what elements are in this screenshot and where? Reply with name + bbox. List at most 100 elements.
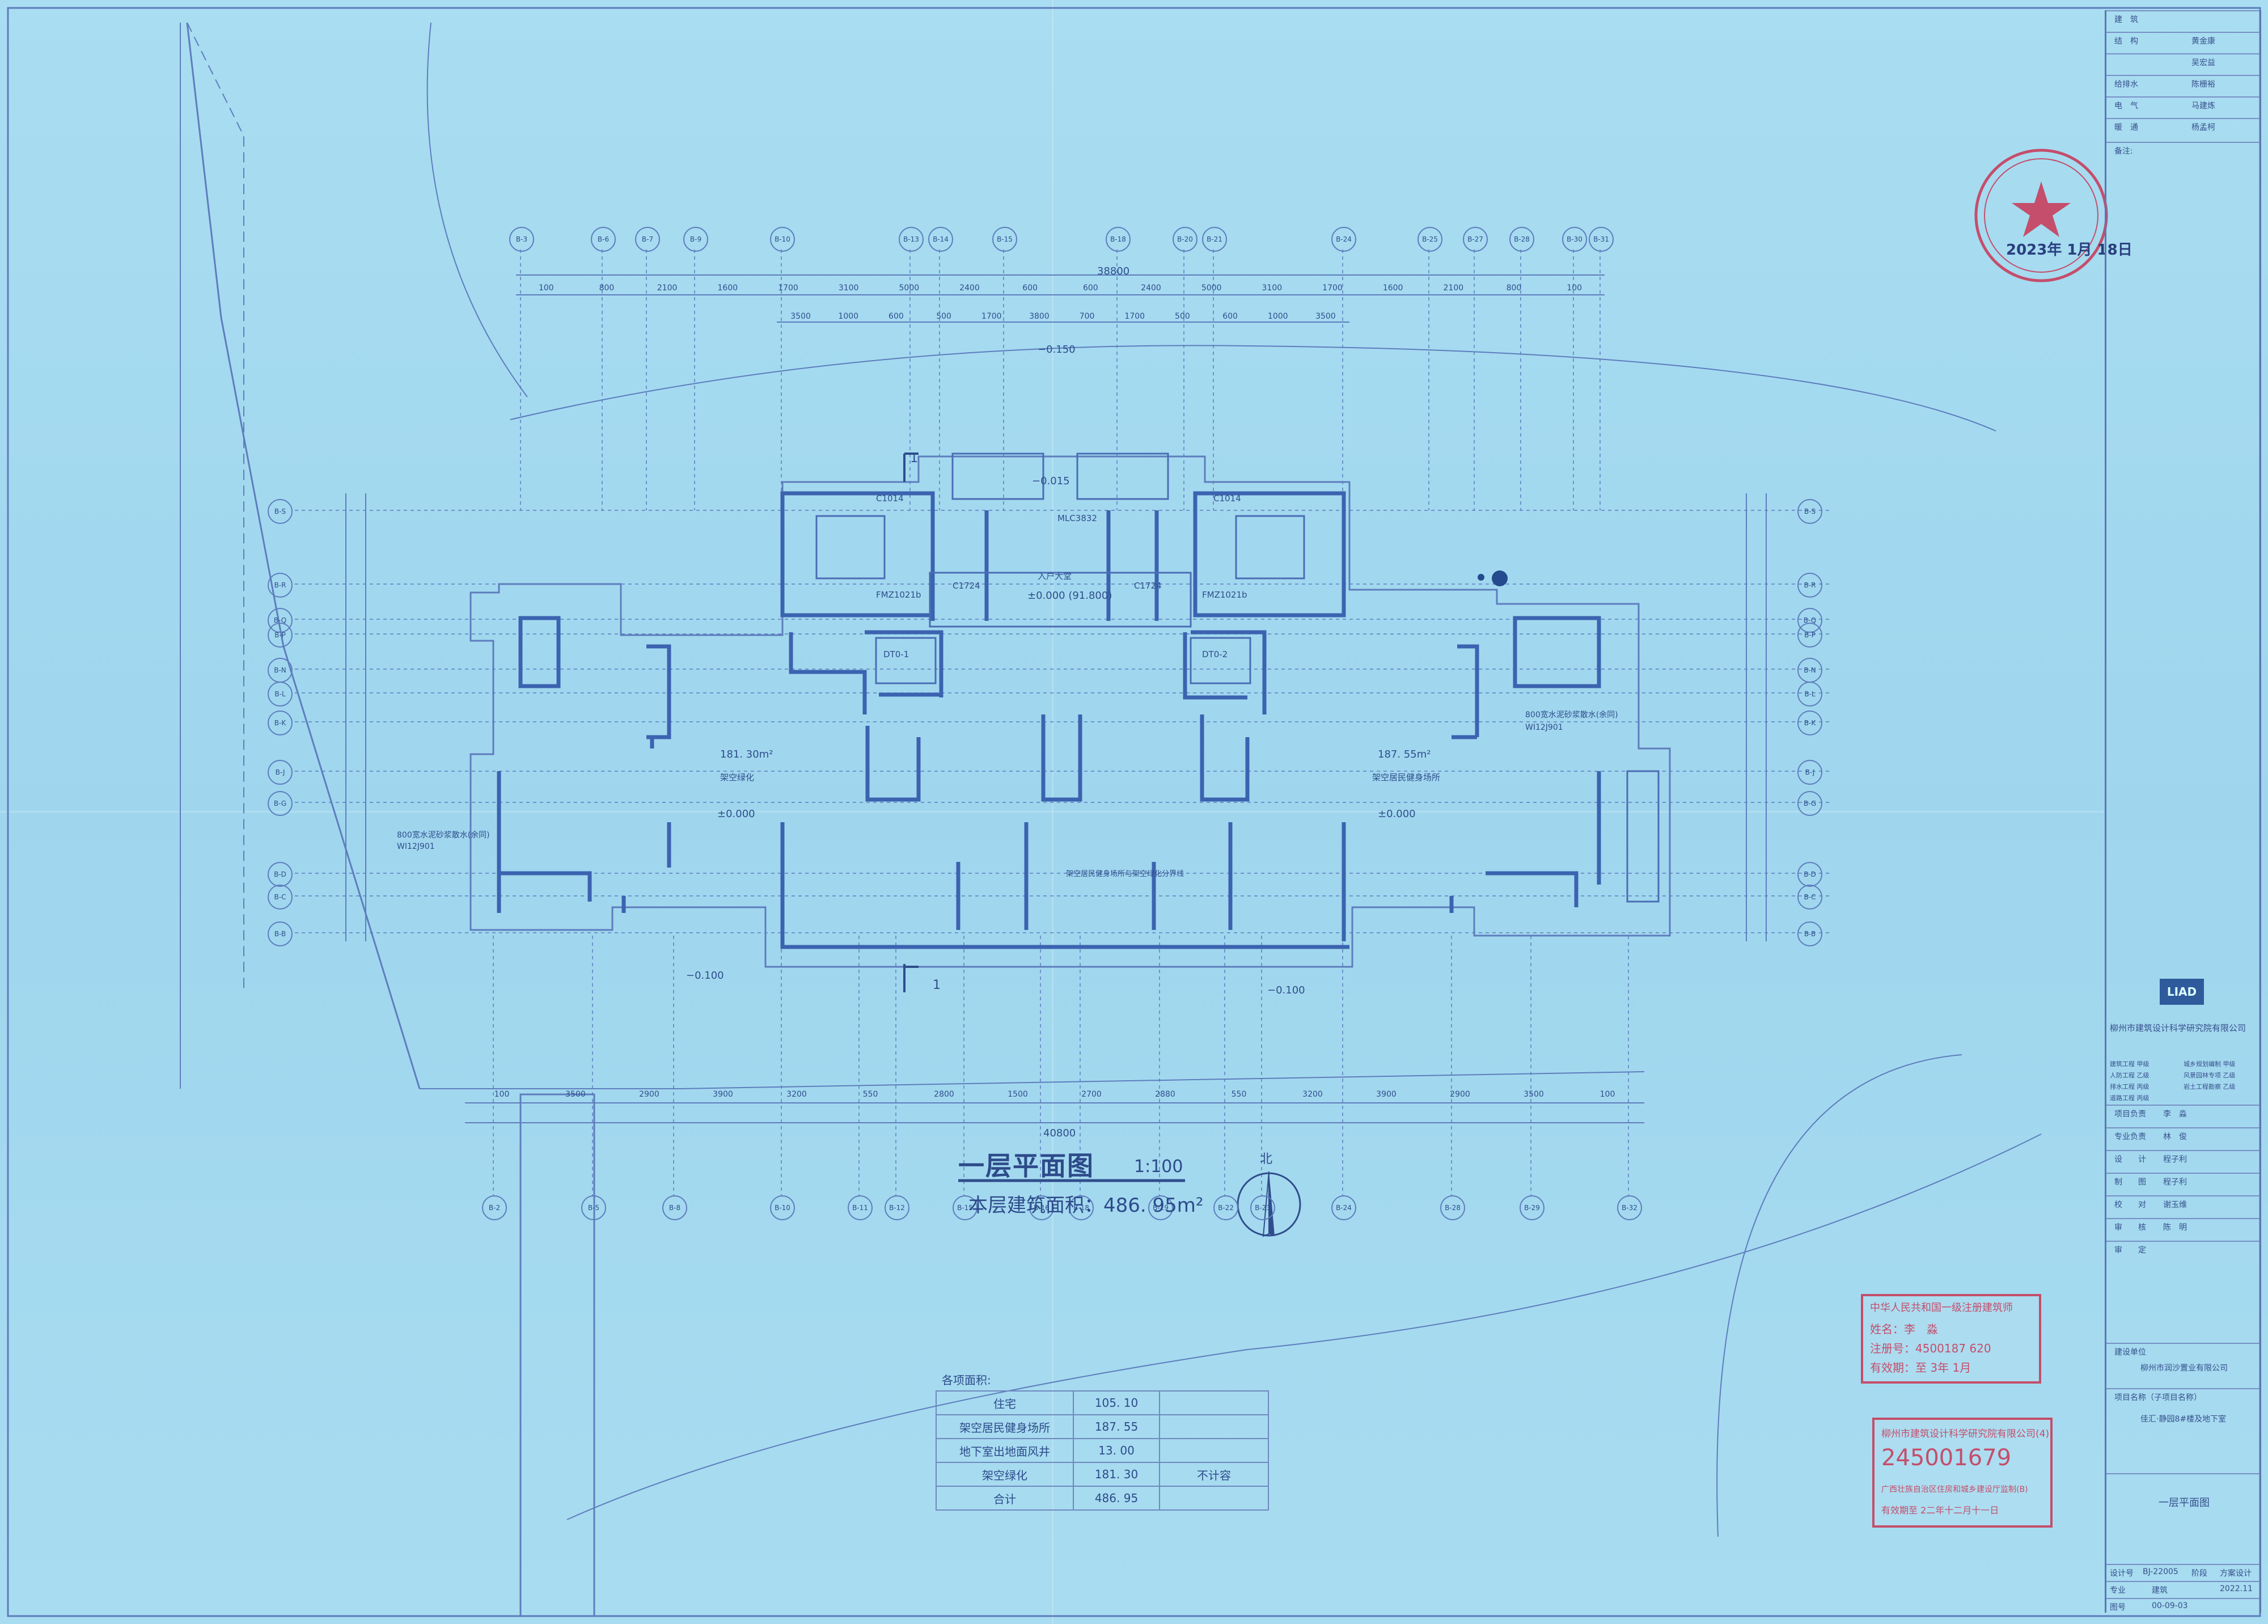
- axis-bubble: B-22: [1213, 1195, 1238, 1220]
- ref-right: WI12J901: [1525, 723, 1563, 732]
- tb-qualification: 风景园林专项 乙级: [2184, 1072, 2236, 1079]
- room-left-area: 181. 30m²: [720, 748, 773, 760]
- axis-bubble: B-27: [1463, 227, 1488, 252]
- tb-staff-name: 陈 明: [2163, 1223, 2187, 1232]
- axis-bubble: B-J: [268, 760, 293, 785]
- level-zero-right: ±0.000: [1378, 808, 1416, 820]
- dimension-text: 3500: [1315, 312, 1336, 321]
- axis-bubble: B-24: [1331, 227, 1356, 252]
- dimension-text: 1700: [981, 312, 1002, 321]
- dimension-text: 1600: [717, 284, 738, 293]
- drawing-scale: 1:100: [1134, 1157, 1183, 1177]
- tb-discipline-role: 结 构: [2114, 37, 2138, 46]
- tb-client-label: 建设单位: [2106, 1343, 2259, 1357]
- dimension-text: 5000: [1201, 284, 1222, 293]
- fold-line: [1052, 0, 1053, 1624]
- axis-bubble: B-18: [1069, 1195, 1094, 1220]
- drawing-title: 一层平面图: [958, 1151, 1094, 1181]
- section-mark-top: 1: [910, 451, 918, 466]
- dimension-text: 550: [862, 1090, 878, 1099]
- axis-bubble: B-12: [885, 1195, 909, 1220]
- tb-client: 柳州市润沙置业有限公司: [2140, 1364, 2228, 1373]
- axis-bubble: B-21: [1202, 227, 1227, 252]
- axis-bubble: B-L: [1797, 682, 1822, 707]
- dimension-text: 100: [1567, 284, 1582, 293]
- tb-staff-row: 审 定: [2106, 1241, 2259, 1264]
- axis-bubble: B-14: [928, 227, 953, 252]
- area-value: 181. 30: [1073, 1462, 1160, 1487]
- boundary-note: 架空居民健身场所与架空绿化分界线: [1066, 870, 1184, 878]
- tb-staff-row: 校 对 谢玉维: [2106, 1195, 2259, 1219]
- tb-qualification: 建筑工程 甲级: [2110, 1060, 2149, 1068]
- tb-staff-role: 设 计: [2114, 1155, 2146, 1164]
- axis-bubble: B-13: [899, 227, 924, 252]
- tb-staff-row: 制 图程子利: [2106, 1173, 2259, 1196]
- architect-stamp-valid: 有效期：至 3年 1月: [1870, 1361, 1971, 1375]
- tb-qualification: 道路工程 丙级: [2110, 1094, 2149, 1102]
- area-value: 105. 10: [1073, 1390, 1160, 1415]
- tb-discipline-role: 暖 通: [2114, 123, 2138, 132]
- dimension-text: 500: [936, 312, 951, 321]
- dimension-text: 2100: [1443, 284, 1464, 293]
- axis-bubble: B-23: [1250, 1195, 1275, 1220]
- tb-qualification: 人防工程 乙级: [2110, 1072, 2149, 1079]
- company-logo: LIAD: [2160, 979, 2204, 1005]
- dimension-text: 3900: [1376, 1090, 1397, 1099]
- dim-bottom-total: 40800: [1043, 1127, 1076, 1139]
- tb-staff-name: 林 俊: [2163, 1132, 2187, 1141]
- axis-bubble: B-32: [1617, 1195, 1642, 1220]
- axis-bubble: B-10: [770, 1195, 795, 1220]
- dimension-text: 1500: [1008, 1090, 1028, 1099]
- area-note: [1159, 1390, 1269, 1415]
- apron-note-left: 800宽水泥砂浆散水(余同): [397, 831, 490, 840]
- dimension-text: 2900: [1450, 1090, 1470, 1099]
- dimension-text: 100: [538, 284, 554, 293]
- axis-bubble: B-7: [635, 227, 660, 252]
- dimension-text: 500: [1175, 312, 1190, 321]
- tb-design-no: 设计号 BJ-22005 阶段 方案设计: [2106, 1564, 2259, 1582]
- ref-left: WI12J901: [397, 842, 435, 851]
- tb-project: 佳汇·静园8#楼及地下室: [2140, 1415, 2227, 1424]
- apron-note-right: 800宽水泥砂浆散水(余同): [1525, 710, 1618, 720]
- tb-staff-role: 制 图: [2114, 1178, 2146, 1187]
- dimension-text: 3100: [1262, 284, 1283, 293]
- level-zero-left: ±0.000: [717, 808, 755, 820]
- fold-line: [0, 811, 2104, 813]
- axis-bubble: B-C: [268, 885, 293, 910]
- axis-bubble: B-B: [1797, 921, 1822, 946]
- axis-bubble: B-3: [509, 227, 534, 252]
- axis-bubble: B-D: [1797, 862, 1822, 887]
- dimension-text: 3100: [838, 284, 859, 293]
- architect-stamp-no: 注册号：4500187 620: [1870, 1342, 1991, 1355]
- level-m0100-left: −0.100: [686, 970, 724, 982]
- axis-bubble: B-D: [268, 862, 293, 887]
- dimension-text: 5000: [899, 284, 920, 293]
- dimension-text: 800: [1506, 284, 1522, 293]
- dimension-text: 100: [494, 1090, 510, 1099]
- north-label: 北: [1260, 1152, 1273, 1166]
- dimension-text: 2700: [1081, 1090, 1102, 1099]
- room-right-name: 架空居民健身场所: [1372, 772, 1441, 783]
- axis-bubble: B-16: [1029, 1195, 1054, 1220]
- level-m0100-right: −0.100: [1267, 984, 1305, 996]
- dimension-text: 2880: [1155, 1090, 1175, 1099]
- architect-stamp-title: 中华人民共和国一级注册建筑师: [1870, 1302, 2013, 1314]
- architect-stamp: 中华人民共和国一级注册建筑师 姓名：李 淼 注册号：4500187 620 有效…: [1861, 1294, 2041, 1384]
- lift-right: DT0-2: [1202, 649, 1228, 659]
- dimension-text: 1000: [838, 312, 859, 321]
- tb-qualification: 城乡规划编制 甲级: [2184, 1060, 2236, 1068]
- tb-staff-role: 校 对: [2114, 1200, 2146, 1209]
- tb-discipline-row: 吴宏益: [2106, 53, 2259, 76]
- tb-staff-row: 审 核陈 明: [2106, 1218, 2259, 1242]
- dimension-text: 2400: [1141, 284, 1161, 293]
- tb-staff-name: 谢玉维: [2163, 1200, 2187, 1209]
- area-value: 13. 00: [1073, 1438, 1160, 1463]
- level-entrance: ±0.000 (91.800): [1027, 590, 1112, 602]
- area-label: 架空居民健身场所: [936, 1414, 1074, 1439]
- tb-specialty: 专业 建筑 2022.11: [2106, 1581, 2259, 1599]
- company-stamp: 柳州市建筑设计科学研究院有限公司(4) 245001679 广西壮族自治区住房和…: [1872, 1418, 2053, 1528]
- tb-discipline-row: 给排水陈栅裕: [2106, 75, 2259, 98]
